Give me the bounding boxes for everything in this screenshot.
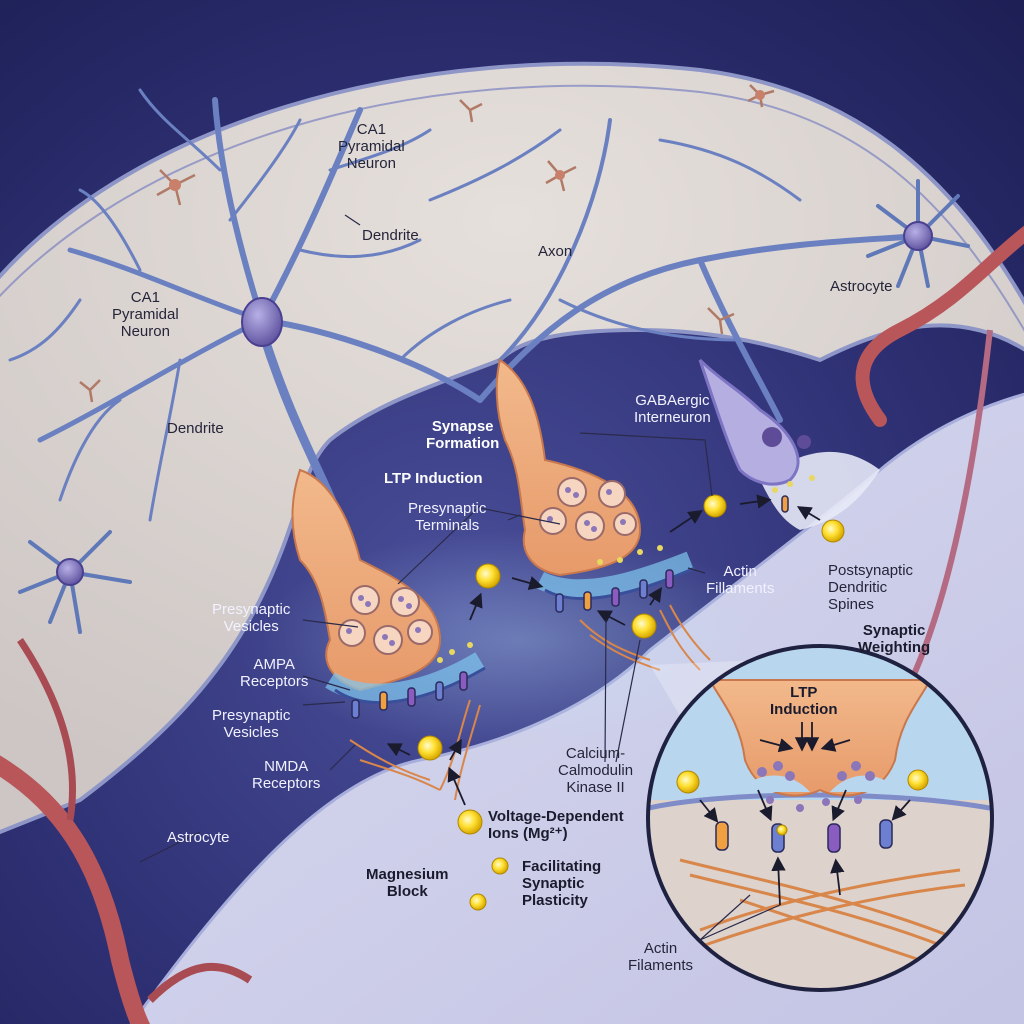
label-astrocyte-right: Astrocyte: [830, 278, 893, 295]
label-dendrite-top: Dendrite: [362, 227, 419, 244]
label-gabaergic: GABAergic Interneuron: [634, 392, 711, 426]
flow-arrows: [386, 494, 821, 806]
label-voltage-ions: Voltage-Dependent Ions (Mg²⁺): [488, 808, 624, 842]
tissue-layer: [0, 61, 1024, 835]
presynaptic-terminal-1: [291, 468, 442, 692]
synaptic-cleft-1: [325, 652, 485, 702]
blood-vessel-left: [0, 755, 151, 1024]
label-ampa-receptors: AMPA Receptors: [240, 656, 309, 690]
label-ca1-top: CA1 Pyramidal Neuron: [338, 121, 405, 172]
label-actin-mid: Actin Fillaments: [706, 563, 775, 597]
label-astrocyte-left: Astrocyte: [167, 829, 230, 846]
label-nmda-receptors: NMDA Receptors: [252, 758, 321, 792]
receptors-1: [351, 671, 468, 719]
released-vesicles: [437, 475, 815, 663]
blood-vessel-right: [855, 225, 1024, 427]
label-synapse-formation: Synapse Formation: [426, 418, 500, 452]
label-ca1-left: CA1 Pyramidal Neuron: [112, 289, 179, 340]
ltp-inset: [648, 646, 992, 990]
label-presynaptic-vesicles-2: Presynaptic Vesicles: [212, 707, 291, 741]
label-inset-ltp: LTP Induction: [770, 684, 838, 718]
axon-paths: [428, 118, 933, 423]
leader-lines: [139, 214, 713, 863]
label-postsynaptic-spines: Postsynaptic Dendritic Spines: [828, 562, 914, 613]
label-synaptic-weighting: Synaptic Weighting: [858, 622, 931, 656]
label-inset-actin: Actin Filaments: [628, 940, 694, 974]
label-magnesium-block: Magnesium Block: [366, 866, 449, 900]
gabaergic-terminal: [698, 358, 800, 486]
presynaptic-terminal-2: [495, 358, 642, 577]
glial-cells: [79, 84, 775, 403]
inset-border: [646, 644, 994, 992]
label-camk2: Calcium- Calmodulin Kinase II: [558, 745, 634, 796]
calcium-ions: [417, 494, 845, 911]
label-ltp-induction: LTP Induction: [384, 470, 483, 487]
label-presynaptic-vesicles-1: Presynaptic Vesicles: [212, 601, 291, 635]
label-dendrite-left: Dendrite: [167, 420, 224, 437]
astrocyte-left: [18, 530, 132, 634]
receptors-2: [555, 569, 674, 613]
label-presynaptic-terminals: Presynaptic Terminals: [408, 500, 487, 534]
synaptic-cleft-2: [535, 551, 694, 598]
ca1-neuron-soma: [241, 297, 283, 347]
label-facilitating: Facilitating Synaptic Plasticity: [522, 858, 602, 909]
astrocyte-right: [866, 179, 970, 288]
label-axon: Axon: [538, 243, 573, 260]
